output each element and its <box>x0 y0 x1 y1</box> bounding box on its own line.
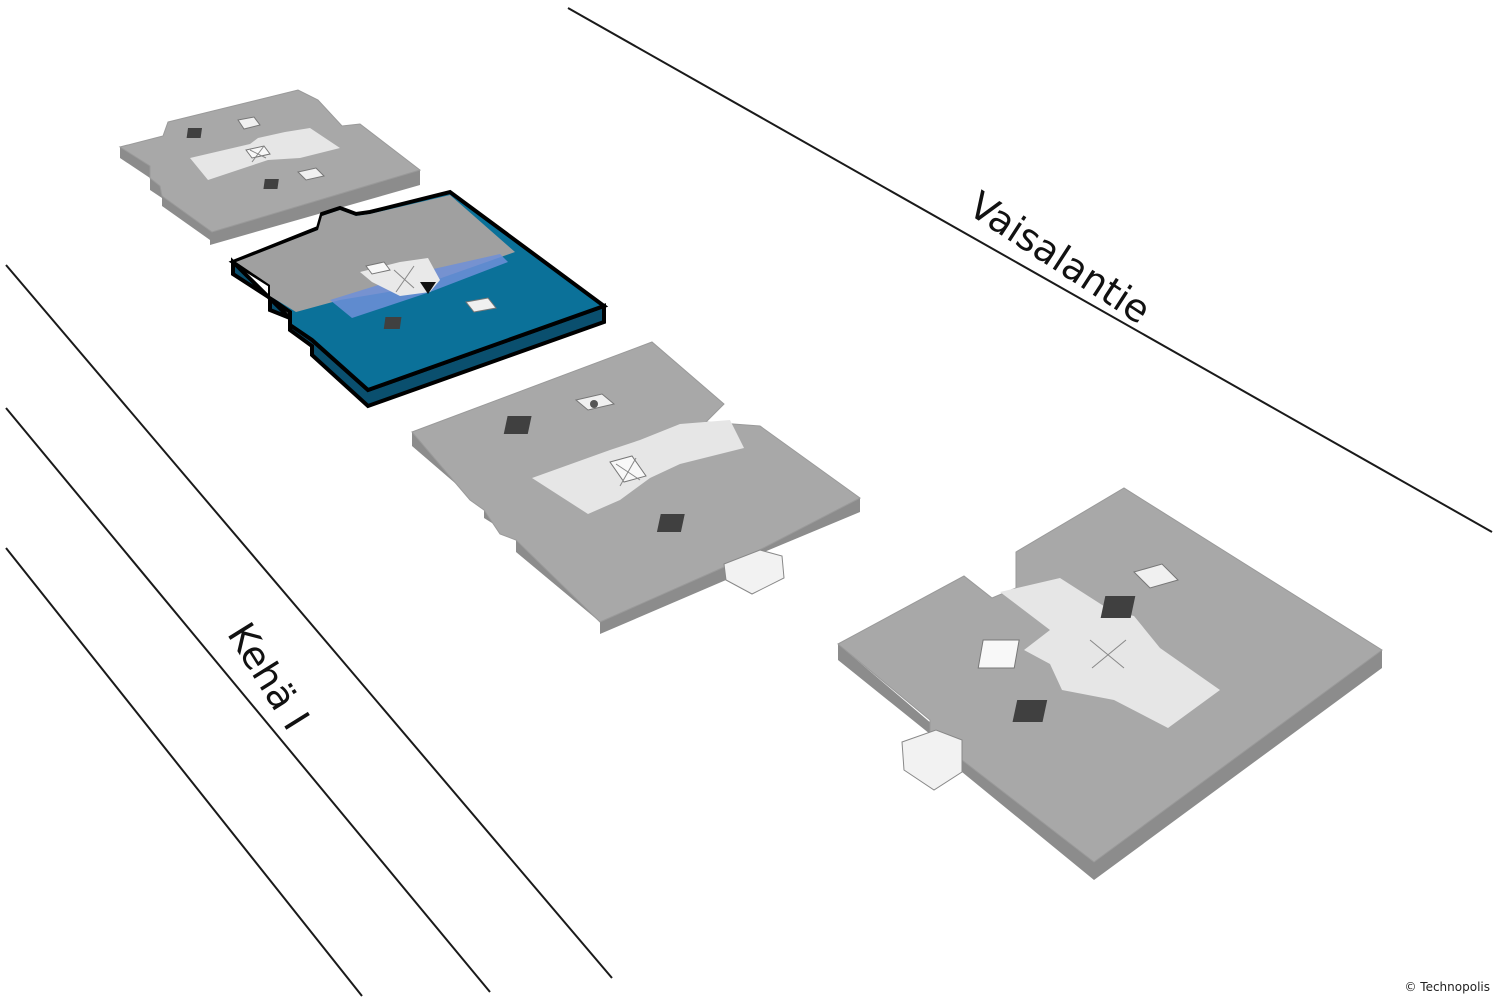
keha-road-line-1 <box>5 264 613 979</box>
elevator-icon <box>237 116 261 130</box>
floor-4-top <box>118 89 422 233</box>
stairwell-icon <box>503 416 532 434</box>
location-marker-icon <box>420 282 436 294</box>
floor-3-top-unselected <box>236 195 515 312</box>
vaisalantie-road-line <box>567 7 1493 533</box>
floor-4[interactable] <box>118 89 422 245</box>
elevator-icon <box>465 297 497 313</box>
stairwell-icon <box>263 179 279 189</box>
elevator-icon <box>1133 563 1179 589</box>
floor-1-annex <box>901 729 963 791</box>
keha-road-line-2 <box>5 407 491 993</box>
elevator-icon <box>245 145 271 159</box>
keha-road-line-3 <box>5 547 363 997</box>
elevator-icon <box>590 400 598 408</box>
elevator-icon <box>365 261 391 275</box>
elevator-icon <box>609 455 647 483</box>
floor-2[interactable] <box>411 341 861 634</box>
elevator-icon <box>297 167 325 181</box>
floor-1[interactable] <box>837 487 1383 880</box>
stairwell-icon <box>1012 700 1048 722</box>
copyright-notice: © Technopolis <box>1404 980 1490 994</box>
stairwell-icon <box>656 514 685 532</box>
stairwell-icon <box>1100 596 1136 618</box>
roads <box>5 7 1493 997</box>
floor-3-selected[interactable] <box>228 189 609 409</box>
elevator-icon <box>977 639 1020 669</box>
floor-2-annex <box>723 549 785 595</box>
stairwell-icon <box>186 128 203 138</box>
floor-4-side <box>120 147 420 245</box>
stairwell-icon <box>383 317 402 329</box>
